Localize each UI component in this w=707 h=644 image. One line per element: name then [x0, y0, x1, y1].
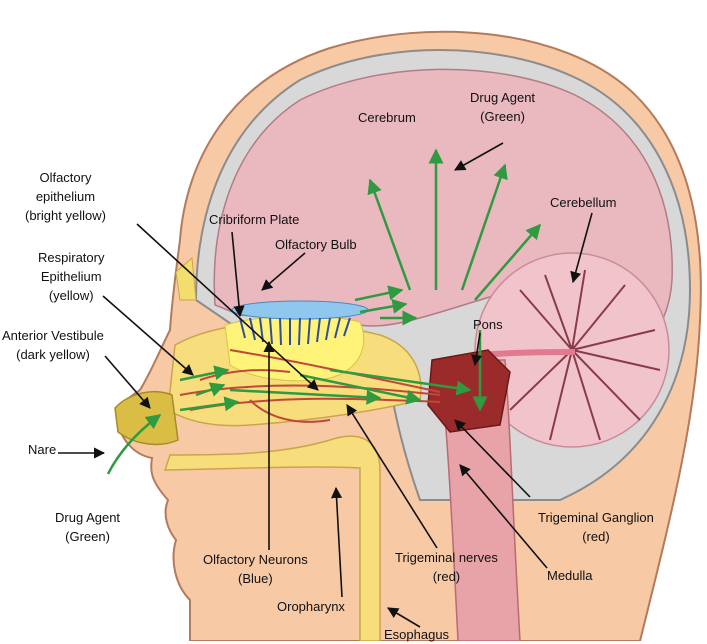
- drug-agent-bottom-label: Drug Agent (Green): [55, 508, 120, 546]
- olfactory-bulb: [232, 301, 368, 319]
- olfactory-epithelium-label: Olfactory epithelium (bright yellow): [25, 168, 106, 225]
- medulla-label: Medulla: [547, 566, 593, 585]
- olfactory-neurons-label: Olfactory Neurons (Blue): [203, 550, 308, 588]
- cribriform-plate-label: Cribriform Plate: [209, 210, 299, 229]
- olfactory-bulb-label: Olfactory Bulb: [275, 235, 357, 254]
- anterior-vestibule: [115, 392, 178, 445]
- drug-agent-top-label: Drug Agent (Green): [470, 88, 535, 126]
- oropharynx-label: Oropharynx: [277, 597, 345, 616]
- cerebrum-label: Cerebrum: [358, 108, 416, 127]
- trigeminal-ganglion-label: Trigeminal Ganglion (red): [538, 508, 654, 546]
- trigeminal-nerves-label: Trigeminal nerves (red): [395, 548, 498, 586]
- nare-label: Nare: [28, 440, 56, 459]
- pons-label: Pons: [473, 315, 503, 334]
- cerebellum-label: Cerebellum: [550, 193, 616, 212]
- esophagus-label: Esophagus: [384, 625, 449, 644]
- respiratory-epithelium-label: Respiratory Epithelium (yellow): [38, 248, 104, 305]
- anterior-vestibule-label: Anterior Vestibule (dark yellow): [2, 326, 104, 364]
